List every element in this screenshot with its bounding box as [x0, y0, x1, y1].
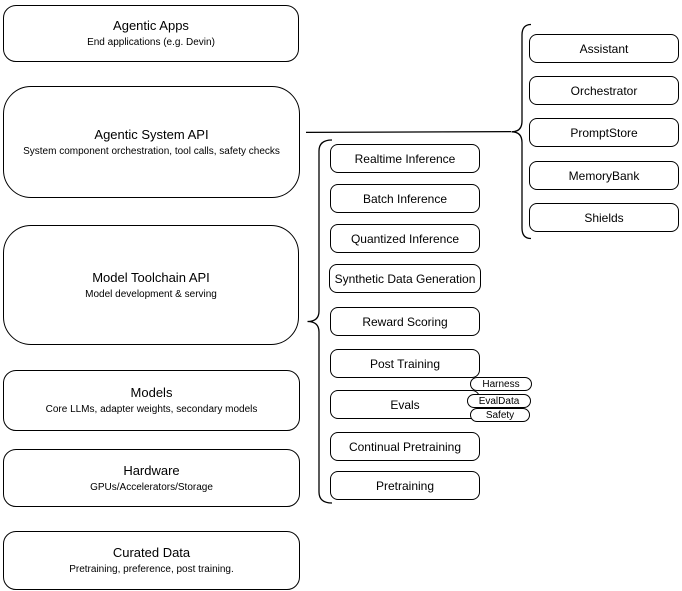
node-label: Batch Inference [362, 191, 448, 206]
node-label: Reward Scoring [362, 314, 448, 329]
node-label: Synthetic Data Generation [334, 271, 476, 286]
node-label: MemoryBank [568, 168, 640, 183]
tag-harness: Harness [470, 377, 532, 391]
node-assistant: Assistant [529, 34, 679, 63]
node-label: Orchestrator [570, 83, 638, 98]
node-memorybank: MemoryBank [529, 161, 679, 190]
node-orchestrator: Orchestrator [529, 76, 679, 105]
node-label: Assistant [579, 41, 629, 56]
node-label: PromptStore [570, 125, 638, 140]
node-label: Continual Pretraining [348, 439, 462, 454]
node-subtitle: Pretraining, preference, post training. [69, 564, 234, 575]
node-subtitle: Model development & serving [85, 288, 217, 300]
tag-evaldata: EvalData [467, 394, 531, 408]
node-models: Models Core LLMs, adapter weights, secon… [3, 370, 300, 431]
toolchain-brace [307, 139, 333, 504]
node-subtitle: End applications (e.g. Devin) [87, 37, 215, 48]
node-pretraining: Pretraining [330, 471, 480, 500]
node-title: Hardware [123, 462, 180, 478]
system-brace [511, 23, 532, 240]
node-hardware: Hardware GPUs/Accelerators/Storage [3, 449, 300, 507]
node-label: Realtime Inference [354, 151, 456, 166]
node-realtime-inference: Realtime Inference [330, 144, 480, 173]
node-label: Shields [584, 210, 624, 225]
node-continual-pretraining: Continual Pretraining [330, 432, 480, 461]
node-shields: Shields [529, 203, 679, 232]
tag-label: Safety [485, 409, 515, 421]
node-label: Post Training [369, 356, 441, 371]
node-label: Pretraining [375, 478, 435, 493]
tag-label: Harness [482, 378, 520, 390]
node-agentic-system-api: Agentic System API System component orch… [3, 86, 300, 198]
node-model-toolchain-api: Model Toolchain API Model development & … [3, 225, 299, 345]
node-reward-scoring: Reward Scoring [330, 307, 480, 336]
node-title: Agentic System API [94, 126, 209, 142]
tag-safety: Safety [470, 408, 530, 422]
node-subtitle: GPUs/Accelerators/Storage [90, 481, 213, 493]
node-title: Model Toolchain API [92, 269, 210, 285]
node-batch-inference: Batch Inference [330, 184, 480, 213]
node-label: Quantized Inference [350, 231, 460, 246]
node-subtitle: System component orchestration, tool cal… [23, 145, 280, 157]
node-subtitle: Core LLMs, adapter weights, secondary mo… [45, 404, 258, 415]
node-agentic-apps: Agentic Apps End applications (e.g. Devi… [3, 5, 299, 62]
node-title: Agentic Apps [113, 18, 189, 33]
node-quantized-inference: Quantized Inference [330, 224, 480, 253]
node-title: Models [130, 385, 173, 400]
node-curated-data: Curated Data Pretraining, preference, po… [3, 531, 300, 590]
node-evals: Evals [330, 390, 480, 419]
node-label: Evals [390, 397, 420, 412]
node-post-training: Post Training [330, 349, 480, 378]
node-synthetic-data-generation: Synthetic Data Generation [329, 264, 481, 293]
tag-label: EvalData [478, 395, 520, 407]
node-promptstore: PromptStore [529, 118, 679, 147]
connector-line [305, 130, 512, 134]
node-title: Curated Data [112, 545, 191, 560]
